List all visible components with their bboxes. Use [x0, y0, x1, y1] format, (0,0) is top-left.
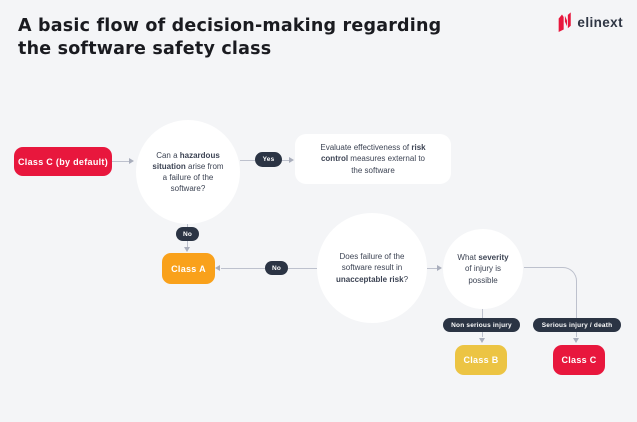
- pill-non-serious-injury-label: Non serious injury: [451, 321, 512, 329]
- pill-non-serious-injury: Non serious injury: [443, 318, 520, 332]
- node-class-c-default-label: Class C (by default): [17, 156, 109, 167]
- arrowhead-into-class-c: [573, 338, 579, 343]
- question-unacceptable-text: Does failure of the software result in u…: [335, 252, 409, 284]
- pill-serious-injury-death: Serious injury / death: [533, 318, 621, 332]
- node-class-c-final-label: Class C: [561, 355, 597, 365]
- arrowhead-into-class-a-right: [215, 264, 220, 271]
- page-title: A basic flow of decision-making regardin…: [18, 16, 442, 60]
- arrowhead-into-class-a-top: [184, 247, 190, 252]
- connector-no-to-class-a-left: [221, 268, 267, 269]
- pill-yes-label: Yes: [262, 156, 275, 163]
- node-class-a-label: Class A: [171, 263, 206, 274]
- connector-no-to-class-a: [187, 241, 188, 247]
- elinext-logo: elinext: [557, 12, 623, 32]
- pill-no-1: No: [176, 227, 199, 241]
- elinext-logo-text: elinext: [577, 14, 623, 30]
- arrowhead-into-severity: [437, 264, 442, 271]
- pill-no-2-label: No: [271, 264, 282, 272]
- connector-severity-to-class-c-curve: [524, 267, 577, 337]
- question-hazardous-text: Can a hazardous situation arise from a f…: [152, 150, 224, 194]
- arrowhead-into-evaluate: [289, 156, 294, 163]
- arrowhead-into-hazardous: [129, 157, 134, 164]
- node-class-c-final: Class C: [553, 345, 605, 375]
- evaluate-risk-control-text: Evaluate effectiveness of risk control m…: [320, 143, 426, 175]
- connector-default-to-hazardous: [112, 161, 129, 162]
- connector-hazardous-to-yes: [240, 160, 255, 161]
- pill-yes: Yes: [255, 152, 282, 167]
- node-class-a: Class A: [162, 253, 215, 284]
- node-class-c-default: Class C (by default): [14, 147, 112, 176]
- pill-serious-injury-death-label: Serious injury / death: [541, 321, 613, 329]
- connector-unacceptable-to-severity: [427, 268, 437, 269]
- node-question-hazardous-situation: Can a hazardous situation arise from a f…: [136, 120, 240, 224]
- node-class-b: Class B: [455, 345, 507, 375]
- node-class-b-label: Class B: [463, 355, 499, 365]
- node-question-unacceptable-risk: Does failure of the software result in u…: [317, 213, 427, 323]
- pill-no-1-label: No: [182, 230, 193, 238]
- connector-hazardous-to-no: [187, 224, 188, 228]
- node-evaluate-risk-control: Evaluate effectiveness of risk control m…: [295, 134, 451, 184]
- pill-no-2: No: [265, 261, 288, 275]
- elinext-logo-icon: [557, 12, 572, 32]
- connector-unacceptable-to-no: [288, 268, 317, 269]
- question-severity-text: What severity of injury is possible: [457, 253, 509, 285]
- arrowhead-into-class-b: [478, 338, 485, 343]
- node-question-severity: What severity of injury is possible: [443, 229, 523, 309]
- connector-yes-to-evaluate: [281, 160, 289, 161]
